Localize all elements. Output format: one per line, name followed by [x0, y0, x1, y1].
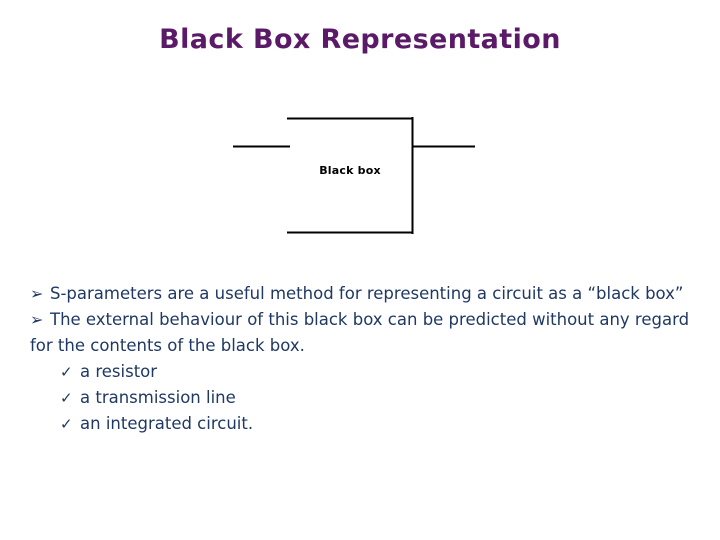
sub-bullet-text: an integrated circuit.: [80, 414, 254, 433]
sub-bullet-text: a resistor: [80, 362, 158, 381]
check-bullet-icon: ✓: [60, 415, 73, 433]
sub-bullet-item: ✓ a resistor: [30, 359, 698, 385]
sub-bullet-text: a transmission line: [80, 388, 236, 407]
bullet-text: The external behaviour of this black box…: [30, 310, 690, 355]
black-box-diagram: Black box: [233, 117, 475, 234]
black-box-diagram-svg: [233, 117, 475, 234]
bullet-text: S-parameters are a useful method for rep…: [50, 284, 684, 303]
check-bullet-icon: ✓: [60, 389, 73, 407]
check-bullet-icon: ✓: [60, 363, 73, 381]
bullet-item: ➢The external behaviour of this black bo…: [30, 307, 698, 359]
sub-bullet-item: ✓ an integrated circuit.: [30, 411, 698, 437]
page-title: Black Box Representation: [159, 24, 561, 55]
slide-body: ➢ S-parameters are a useful method for re…: [30, 281, 698, 437]
arrow-bullet-icon: ➢: [30, 284, 44, 303]
black-box-label: Black box: [319, 164, 381, 177]
sub-bullet-item: ✓ a transmission line: [30, 385, 698, 411]
bullet-item: ➢ S-parameters are a useful method for re…: [30, 281, 698, 307]
arrow-bullet-icon: ➢: [30, 310, 44, 329]
